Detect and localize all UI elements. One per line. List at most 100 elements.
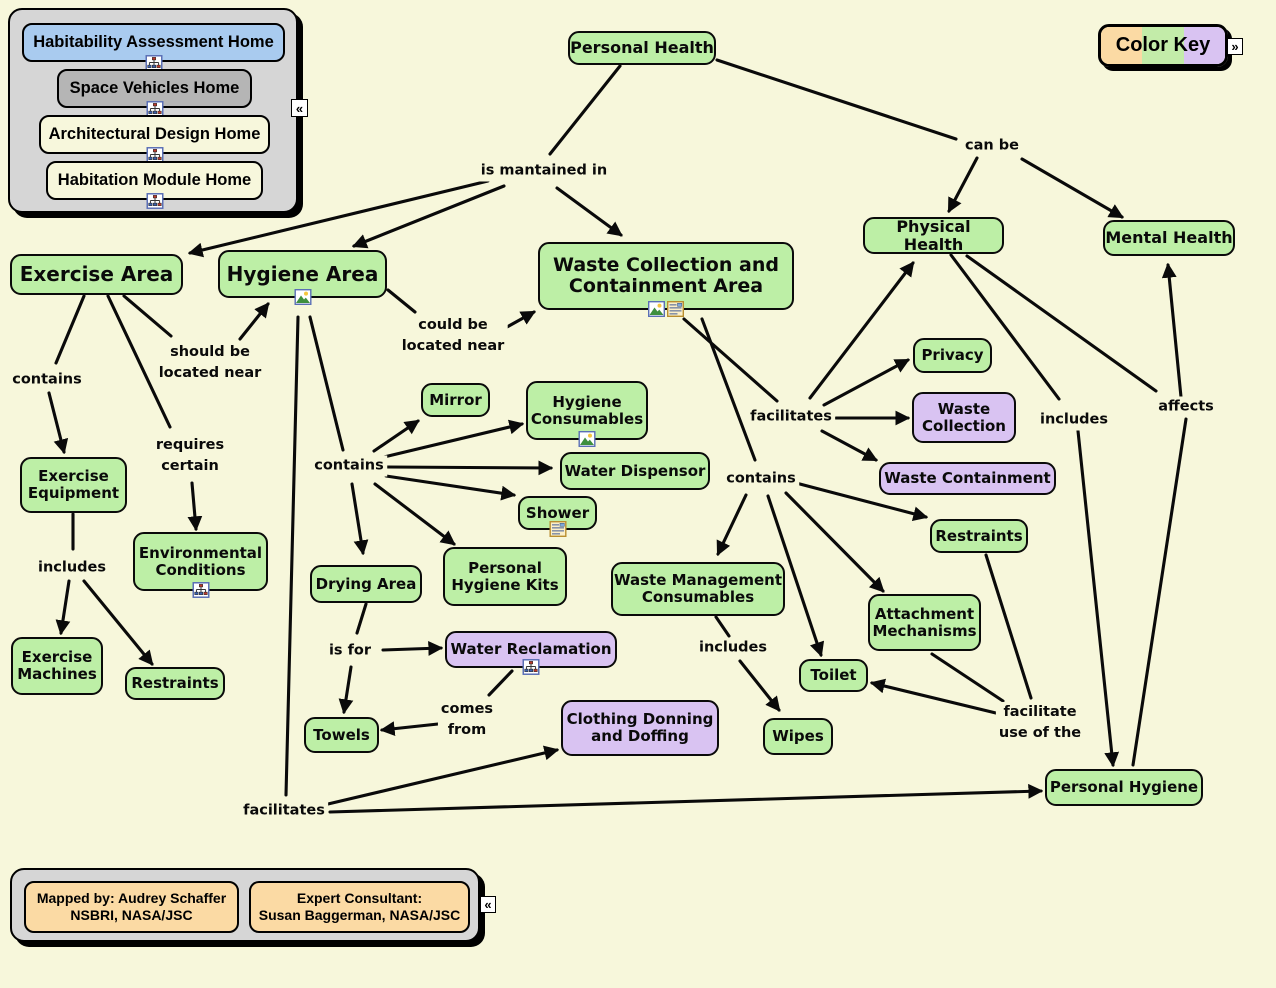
edge-line bbox=[350, 482, 369, 556]
link-label-includes-equipment[interactable]: includes bbox=[34, 557, 110, 579]
node-waste-area[interactable]: Waste Collection and Containment Area bbox=[538, 242, 794, 317]
node-hygiene-consumables[interactable]: Hygiene Consumables bbox=[526, 381, 648, 447]
nav-button-label: Habitability Assessment Home bbox=[33, 33, 274, 52]
edge-line bbox=[555, 186, 623, 237]
credits-button-1[interactable]: Expert Consultant: Susan Baggerman, NASA… bbox=[249, 881, 470, 933]
nav-button-0[interactable]: Habitability Assessment Home bbox=[22, 23, 285, 71]
node-restraints-exercise[interactable]: Restraints bbox=[125, 667, 225, 700]
edge-line bbox=[1161, 262, 1183, 399]
node-drying-area[interactable]: Drying Area bbox=[310, 565, 422, 603]
node-shower[interactable]: Shower bbox=[518, 496, 597, 537]
nav-button-label: Space Vehicles Home bbox=[69, 79, 240, 98]
nav-button-icons bbox=[146, 147, 163, 163]
edge-line bbox=[238, 302, 270, 341]
link-label-requires-certain[interactable]: requires certain bbox=[152, 434, 228, 478]
color-key[interactable]: Color Key bbox=[1098, 24, 1228, 67]
edge-line bbox=[187, 481, 203, 532]
color-key-stripe-orange bbox=[1101, 27, 1143, 64]
node-label: Drying Area bbox=[315, 574, 417, 593]
link-label-contains-waste[interactable]: contains bbox=[723, 468, 799, 490]
link-label-is-for[interactable]: is for bbox=[325, 640, 375, 662]
edge-line bbox=[930, 652, 1005, 703]
edge-line bbox=[820, 429, 878, 462]
node-mental-health[interactable]: Mental Health bbox=[1103, 220, 1235, 256]
edge-line bbox=[1020, 157, 1124, 219]
node-physical-health[interactable]: Physical Health bbox=[863, 217, 1004, 254]
link-label-facilitates-hygiene[interactable]: facilitates bbox=[240, 800, 328, 822]
picture-icon[interactable] bbox=[294, 289, 311, 305]
link-label-can-be[interactable]: can be bbox=[962, 135, 1022, 157]
edge-line bbox=[947, 156, 979, 213]
node-personal-health[interactable]: Personal Health bbox=[568, 31, 716, 65]
picture-icon[interactable] bbox=[648, 301, 665, 317]
edge-line bbox=[82, 579, 154, 666]
edge-line bbox=[808, 261, 915, 400]
color-key-expand-icon[interactable]: » bbox=[1227, 38, 1243, 55]
nav-button-2[interactable]: Architectural Design Home bbox=[39, 115, 270, 163]
document-icon[interactable] bbox=[667, 301, 684, 317]
link-label-contains-exercise[interactable]: contains bbox=[9, 369, 85, 391]
link-label-facilitate-use-of-the[interactable]: facilitate use of the bbox=[995, 701, 1085, 745]
node-exercise-equipment[interactable]: Exercise Equipment bbox=[20, 457, 127, 513]
node-label: Restraints bbox=[131, 674, 219, 693]
link-label-includes-health[interactable]: includes bbox=[1036, 409, 1112, 431]
node-toilet[interactable]: Toilet bbox=[799, 659, 868, 692]
node-label: Privacy bbox=[921, 346, 984, 365]
cmap-icon[interactable] bbox=[192, 582, 209, 598]
link-label-includes-consumables[interactable]: includes bbox=[695, 637, 771, 659]
edge-line bbox=[351, 184, 506, 249]
nav-collapse-icon[interactable]: « bbox=[291, 99, 308, 117]
node-water-reclamation[interactable]: Water Reclamation bbox=[445, 631, 617, 675]
edge-line bbox=[338, 665, 354, 715]
nav-button-3[interactable]: Habitation Module Home bbox=[46, 161, 263, 209]
credits-collapse-icon[interactable]: « bbox=[480, 896, 496, 913]
picture-icon[interactable] bbox=[578, 431, 596, 447]
nav-button-1[interactable]: Space Vehicles Home bbox=[57, 69, 252, 117]
node-personal-hygiene-kits[interactable]: Personal Hygiene Kits bbox=[443, 547, 567, 606]
node-personal-hygiene[interactable]: Personal Hygiene bbox=[1045, 769, 1203, 806]
node-label: Waste Collection and Containment Area bbox=[553, 253, 779, 297]
link-label-could-be-located-near[interactable]: could be located near bbox=[398, 314, 508, 358]
edge-line bbox=[54, 294, 86, 365]
link-label-comes-from[interactable]: comes from bbox=[437, 698, 497, 742]
node-privacy[interactable]: Privacy bbox=[913, 338, 992, 373]
node-label: Water Dispensor bbox=[564, 461, 706, 480]
node-resource-icons bbox=[549, 521, 566, 537]
node-label: Clothing Donning and Doffing bbox=[566, 710, 714, 745]
link-label-contains-hygiene[interactable]: contains bbox=[311, 455, 387, 477]
node-hygiene-area[interactable]: Hygiene Area bbox=[218, 250, 387, 305]
credits-button-0[interactable]: Mapped by: Audrey Schaffer NSBRI, NASA/J… bbox=[24, 881, 239, 933]
node-towels[interactable]: Towels bbox=[304, 717, 379, 753]
node-mirror[interactable]: Mirror bbox=[421, 383, 490, 417]
node-label: Waste Containment bbox=[884, 469, 1051, 488]
node-label: Hygiene Consumables bbox=[530, 392, 644, 428]
edge-line bbox=[487, 669, 514, 697]
edge-line bbox=[700, 317, 757, 462]
node-resource-icons bbox=[522, 659, 540, 675]
node-environmental-conditions[interactable]: Environmental Conditions bbox=[133, 532, 268, 598]
link-label-is-mantained-in[interactable]: is mantained in bbox=[477, 160, 611, 182]
edge-line bbox=[384, 474, 517, 501]
link-label-facilitates-waste[interactable]: facilitates bbox=[747, 406, 835, 428]
cmap-icon[interactable] bbox=[522, 659, 540, 675]
cmap-icon[interactable] bbox=[146, 147, 163, 163]
node-restraints-waste[interactable]: Restraints bbox=[930, 519, 1028, 553]
node-waste-collection[interactable]: Waste Collection bbox=[912, 392, 1016, 443]
edge-line bbox=[379, 721, 440, 737]
edge-line bbox=[738, 659, 781, 712]
node-waste-containment[interactable]: Waste Containment bbox=[879, 462, 1056, 495]
link-label-should-be-located-near[interactable]: should be located near bbox=[155, 341, 265, 385]
cmap-icon[interactable] bbox=[146, 193, 163, 209]
link-label-affects[interactable]: affects bbox=[1155, 396, 1217, 418]
edge-line bbox=[548, 64, 622, 156]
node-attachment-mechanisms[interactable]: Attachment Mechanisms bbox=[868, 594, 981, 651]
node-exercise-machines[interactable]: Exercise Machines bbox=[11, 637, 103, 695]
node-water-dispensor[interactable]: Water Dispensor bbox=[560, 452, 710, 490]
nav-button-icons bbox=[146, 193, 163, 209]
node-exercise-area[interactable]: Exercise Area bbox=[10, 254, 183, 295]
edge-line bbox=[1131, 417, 1188, 767]
document-icon[interactable] bbox=[549, 521, 566, 537]
node-wipes[interactable]: Wipes bbox=[763, 718, 833, 755]
node-waste-management-consumables[interactable]: Waste Management Consumables bbox=[611, 562, 785, 616]
node-clothing-donning-and-doffing[interactable]: Clothing Donning and Doffing bbox=[561, 700, 719, 756]
